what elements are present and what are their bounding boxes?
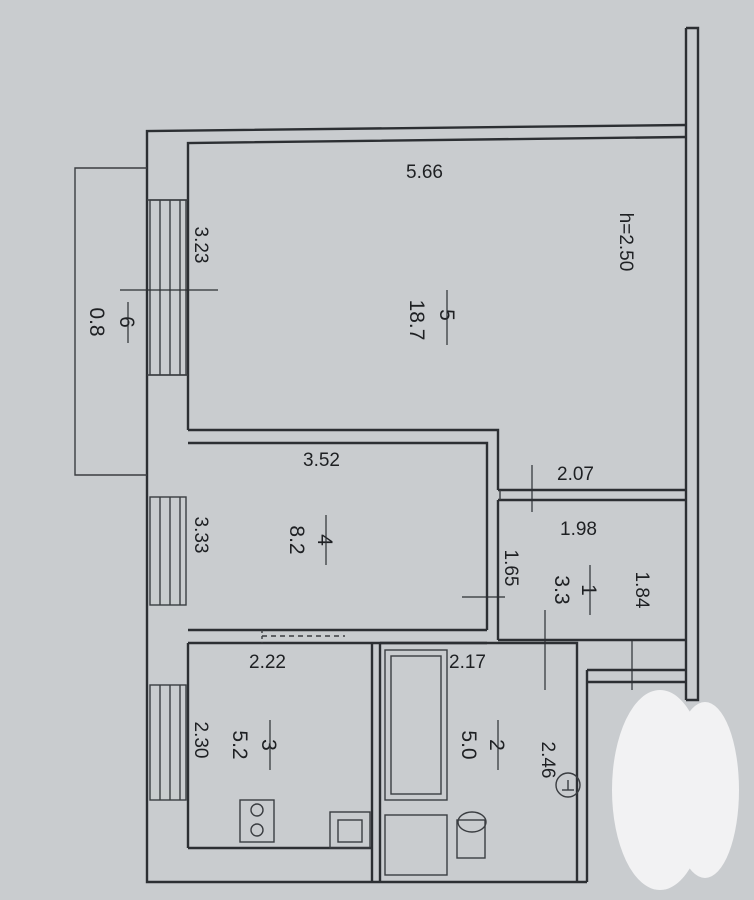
labels: 5.66 h=2.50 3.23 5 18.7 6 0.8 3.52 3.33 … bbox=[85, 162, 652, 778]
room-4-width: 3.52 bbox=[303, 450, 340, 471]
washbasin-fixture bbox=[555, 772, 581, 798]
dimension-ticks bbox=[120, 289, 633, 690]
blurred-area bbox=[612, 690, 739, 890]
room-5-area: 18.7 bbox=[405, 300, 428, 341]
room-4-walls bbox=[188, 428, 686, 630]
room-3-area: 5.2 bbox=[228, 730, 251, 759]
room-2-area: 5.0 bbox=[457, 730, 480, 759]
room-4-number: 4 bbox=[313, 534, 336, 546]
ceiling-height: h=2.50 bbox=[615, 213, 636, 272]
corridor-depth: 1.65 bbox=[500, 550, 521, 587]
stove-fixture bbox=[239, 799, 275, 843]
bathtub-fixture bbox=[384, 649, 448, 801]
room-1-walls bbox=[496, 490, 686, 642]
lower-walls bbox=[186, 628, 579, 882]
room-5-depth: 3.23 bbox=[190, 227, 211, 264]
room-3-depth: 2.30 bbox=[190, 722, 211, 759]
room-3-width: 2.22 bbox=[249, 652, 286, 673]
room-2-number: 2 bbox=[485, 739, 508, 751]
room-1-width: 1.98 bbox=[560, 519, 597, 540]
outer-walls bbox=[145, 26, 700, 884]
room-5-width: 5.66 bbox=[406, 162, 443, 183]
corridor-width: 2.07 bbox=[557, 464, 594, 485]
windows bbox=[149, 199, 187, 801]
room-2-depth: 2.46 bbox=[537, 742, 558, 779]
room-1-number: 1 bbox=[577, 584, 600, 596]
sink-fixture bbox=[329, 811, 371, 849]
toilet-fixture bbox=[384, 811, 487, 876]
room-6-area: 0.8 bbox=[85, 307, 108, 336]
room-2-width: 2.17 bbox=[449, 652, 486, 673]
room-6-number: 6 bbox=[115, 316, 138, 328]
room-3-number: 3 bbox=[257, 739, 280, 751]
room-1-depth: 1.84 bbox=[631, 572, 652, 609]
room-4-area: 8.2 bbox=[285, 525, 308, 554]
room-1-area: 3.3 bbox=[550, 575, 573, 604]
room-4-depth: 3.33 bbox=[190, 517, 211, 554]
